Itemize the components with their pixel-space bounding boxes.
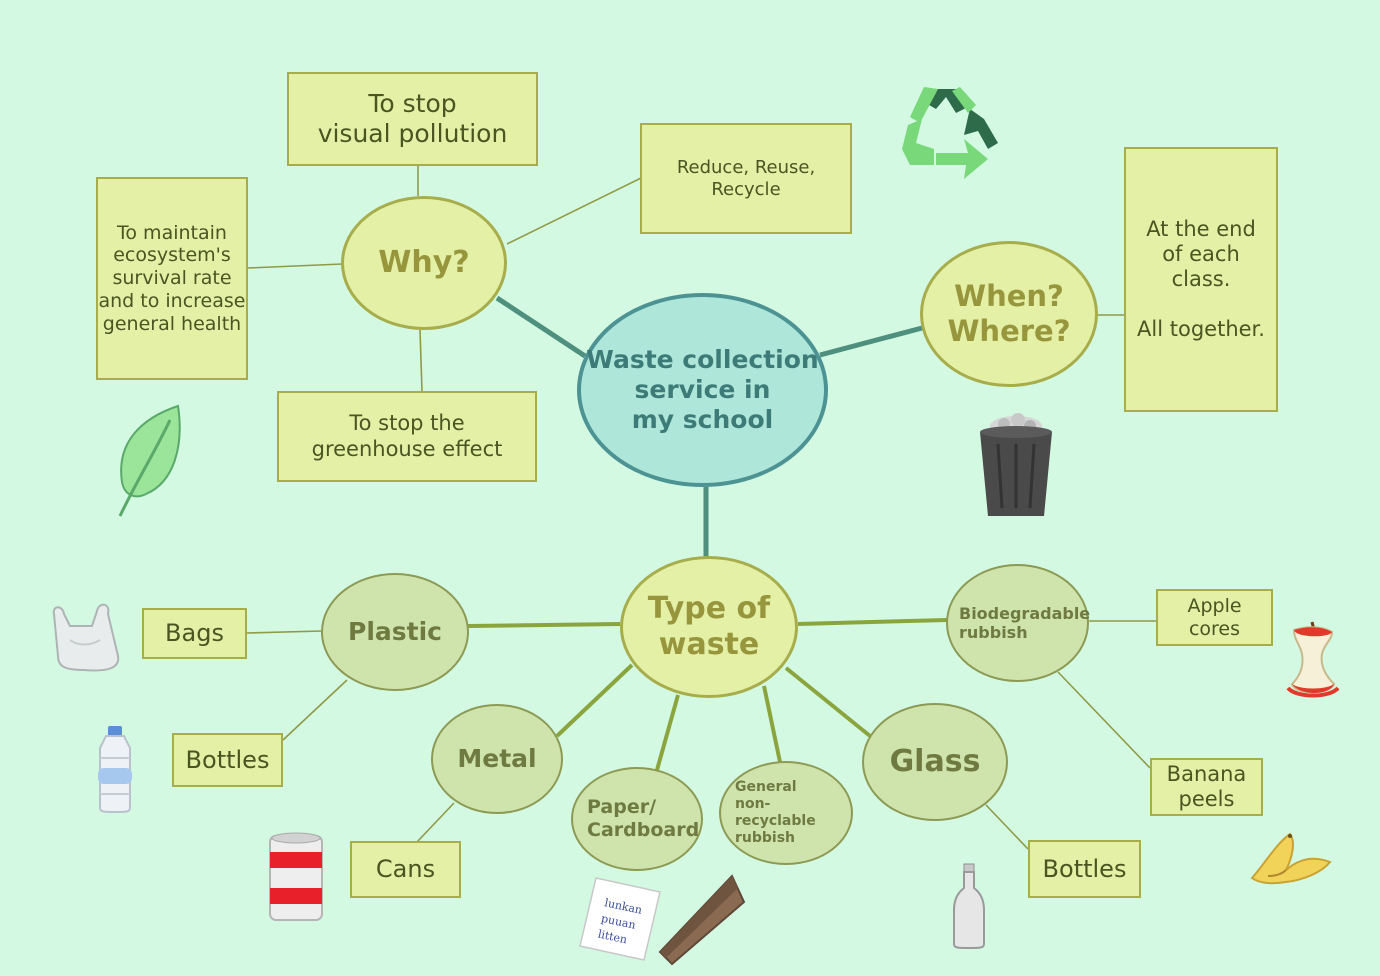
general-rubbish-node: General non-recyclable rubbish xyxy=(719,761,853,865)
reason-reduce-reuse-recycle: Reduce, Reuse, Recycle xyxy=(640,123,852,234)
connector-line xyxy=(555,663,634,738)
reason-greenhouse: To stop the greenhouse effect xyxy=(277,391,537,482)
recycle-icon xyxy=(902,87,998,179)
plastic-bags-box: Bags xyxy=(142,608,247,659)
apple-cores-box: Apple cores xyxy=(1156,589,1273,646)
metal-cans-box: Cans xyxy=(350,841,461,898)
connector-line xyxy=(506,177,642,245)
when-answer-box: At the end of each class. All together. xyxy=(1124,147,1278,412)
connector-line xyxy=(784,666,872,738)
reason-ecosystem: To maintain ecosystem's survival rate an… xyxy=(96,177,248,380)
connector-line xyxy=(245,630,323,634)
connector-line xyxy=(819,325,923,358)
glass-bottles-box: Bottles xyxy=(1028,840,1141,898)
type-of-waste-node: Type of waste xyxy=(620,556,798,698)
leaf-icon xyxy=(118,404,181,517)
paper-note-icon: lunkanpuuanlitten xyxy=(579,877,661,961)
plastic-bottle-icon xyxy=(98,726,132,813)
connector-line xyxy=(416,802,455,843)
cardboard-icon xyxy=(658,874,746,966)
plastic-bottles-box: Bottles xyxy=(172,733,283,787)
plastic-node: Plastic xyxy=(321,573,469,691)
connector-line xyxy=(495,295,587,359)
center-topic-node: Waste collection service in my school xyxy=(577,293,828,487)
connector-line xyxy=(419,329,423,392)
plastic-bag-icon xyxy=(52,603,120,672)
biodegradable-node: Biodegradable rubbish xyxy=(946,564,1090,682)
can-icon xyxy=(269,832,323,921)
connector-line xyxy=(1057,671,1151,769)
why-node: Why? xyxy=(341,196,507,330)
when-where-node: When? Where? xyxy=(920,241,1098,387)
banana-peel-icon xyxy=(1250,832,1332,885)
metal-node: Metal xyxy=(431,704,563,814)
connector-line xyxy=(282,679,348,741)
connector-line xyxy=(655,694,680,771)
glass-node: Glass xyxy=(862,703,1008,821)
connector-line xyxy=(467,622,621,628)
connector-line xyxy=(247,263,343,269)
reason-visual-pollution: To stop visual pollution xyxy=(287,72,538,166)
trash-bin-icon xyxy=(980,413,1052,516)
connector-line xyxy=(762,685,782,763)
banana-peels-box: Banana peels xyxy=(1150,758,1263,816)
connector-line xyxy=(797,618,948,626)
connector-line xyxy=(985,804,1029,850)
apple-core-icon xyxy=(1286,621,1340,698)
paper-cardboard-node: Paper/ Cardboard xyxy=(571,767,703,871)
glass-bottle-icon xyxy=(953,863,985,949)
